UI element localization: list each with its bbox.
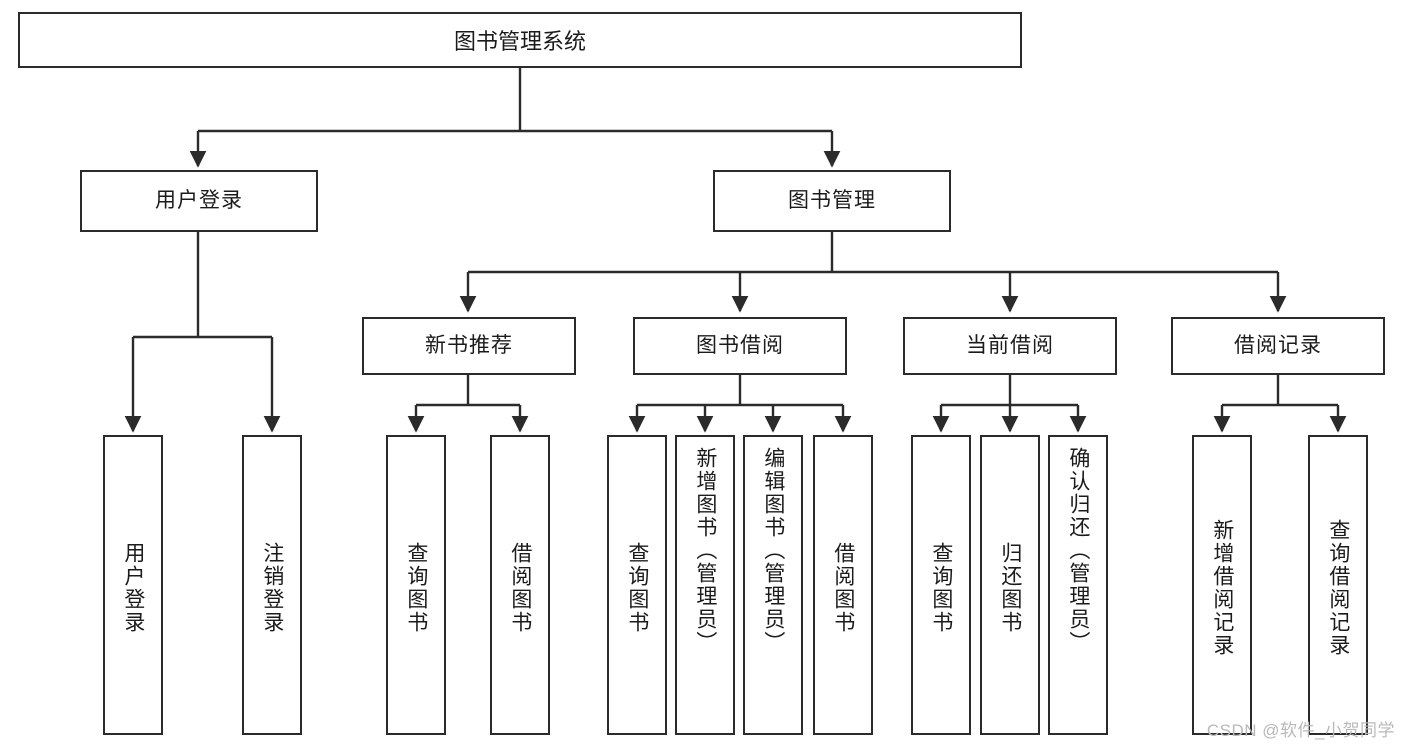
- node-book-borrow-label: 图书借阅: [696, 334, 784, 358]
- leaf-book-borrow-borrow-label: 借阅图书: [831, 542, 855, 634]
- leaf-borrow-record-add-label: 新增借阅记录: [1210, 519, 1234, 657]
- leaf-user-login-logout-label: 注销登录: [260, 542, 284, 634]
- leaf-new-book-query-label: 查询图书: [404, 542, 428, 634]
- leaf-book-borrow-query[interactable]: 查询图书: [607, 435, 667, 735]
- leaf-book-borrow-edit[interactable]: 编辑图书（管理员）: [743, 435, 803, 735]
- leaf-text-wrap: 用户登录: [119, 443, 147, 733]
- leaf-new-book-borrow-label: 借阅图书: [508, 542, 532, 634]
- leaf-book-borrow-borrow[interactable]: 借阅图书: [813, 435, 873, 735]
- node-book-management-label: 图书管理: [788, 189, 876, 213]
- leaf-new-book-borrow[interactable]: 借阅图书: [490, 435, 550, 735]
- node-current-borrow[interactable]: 当前借阅: [903, 317, 1117, 375]
- leaf-user-login-logout[interactable]: 注销登录: [242, 435, 302, 735]
- leaf-user-login-login[interactable]: 用户登录: [103, 435, 163, 735]
- leaf-text-wrap: 借阅图书: [506, 443, 534, 733]
- node-book-management[interactable]: 图书管理: [713, 170, 951, 232]
- leaf-current-borrow-confirm[interactable]: 确认归还（管理员）: [1048, 435, 1108, 735]
- leaf-book-borrow-add-label: 新增图书（管理员）: [693, 447, 717, 654]
- leaf-borrow-record-query-label: 查询借阅记录: [1326, 519, 1350, 657]
- leaf-text-wrap: 查询图书: [623, 443, 651, 733]
- leaf-new-book-query[interactable]: 查询图书: [386, 435, 446, 735]
- node-new-book-recommend[interactable]: 新书推荐: [362, 317, 576, 375]
- node-borrow-record-label: 借阅记录: [1234, 334, 1322, 358]
- leaf-text-wrap: 编辑图书（管理员）: [759, 443, 787, 737]
- leaf-book-borrow-query-label: 查询图书: [625, 542, 649, 634]
- leaf-text-wrap: 查询借阅记录: [1324, 443, 1352, 733]
- leaf-text-wrap: 新增借阅记录: [1208, 443, 1236, 733]
- leaf-book-borrow-add[interactable]: 新增图书（管理员）: [675, 435, 735, 735]
- leaf-text-wrap: 查询图书: [927, 443, 955, 733]
- leaf-current-borrow-query[interactable]: 查询图书: [911, 435, 971, 735]
- watermark: CSDN @软件_小贺同学: [1206, 721, 1395, 740]
- leaf-text-wrap: 归还图书: [996, 443, 1024, 733]
- leaf-text-wrap: 确认归还（管理员）: [1064, 443, 1092, 737]
- leaf-current-borrow-confirm-label: 确认归还（管理员）: [1066, 447, 1090, 654]
- node-book-borrow[interactable]: 图书借阅: [633, 317, 847, 375]
- leaf-text-wrap: 借阅图书: [829, 443, 857, 733]
- node-root-label: 图书管理系统: [453, 29, 586, 54]
- leaf-user-login-login-label: 用户登录: [121, 542, 145, 634]
- leaf-book-borrow-edit-label: 编辑图书（管理员）: [761, 447, 785, 654]
- leaf-text-wrap: 注销登录: [258, 443, 286, 733]
- node-new-book-recommend-label: 新书推荐: [425, 334, 513, 358]
- leaf-text-wrap: 查询图书: [402, 443, 430, 733]
- node-borrow-record[interactable]: 借阅记录: [1171, 317, 1385, 375]
- leaf-text-wrap: 新增图书（管理员）: [691, 443, 719, 737]
- leaf-current-borrow-return-label: 归还图书: [998, 542, 1022, 634]
- node-user-login[interactable]: 用户登录: [80, 170, 318, 232]
- leaf-current-borrow-return[interactable]: 归还图书: [980, 435, 1040, 735]
- leaf-borrow-record-add[interactable]: 新增借阅记录: [1192, 435, 1252, 735]
- leaf-current-borrow-query-label: 查询图书: [929, 542, 953, 634]
- node-user-login-label: 用户登录: [155, 189, 243, 213]
- leaf-borrow-record-query[interactable]: 查询借阅记录: [1308, 435, 1368, 735]
- node-root[interactable]: 图书管理系统: [18, 12, 1022, 68]
- node-current-borrow-label: 当前借阅: [966, 334, 1054, 358]
